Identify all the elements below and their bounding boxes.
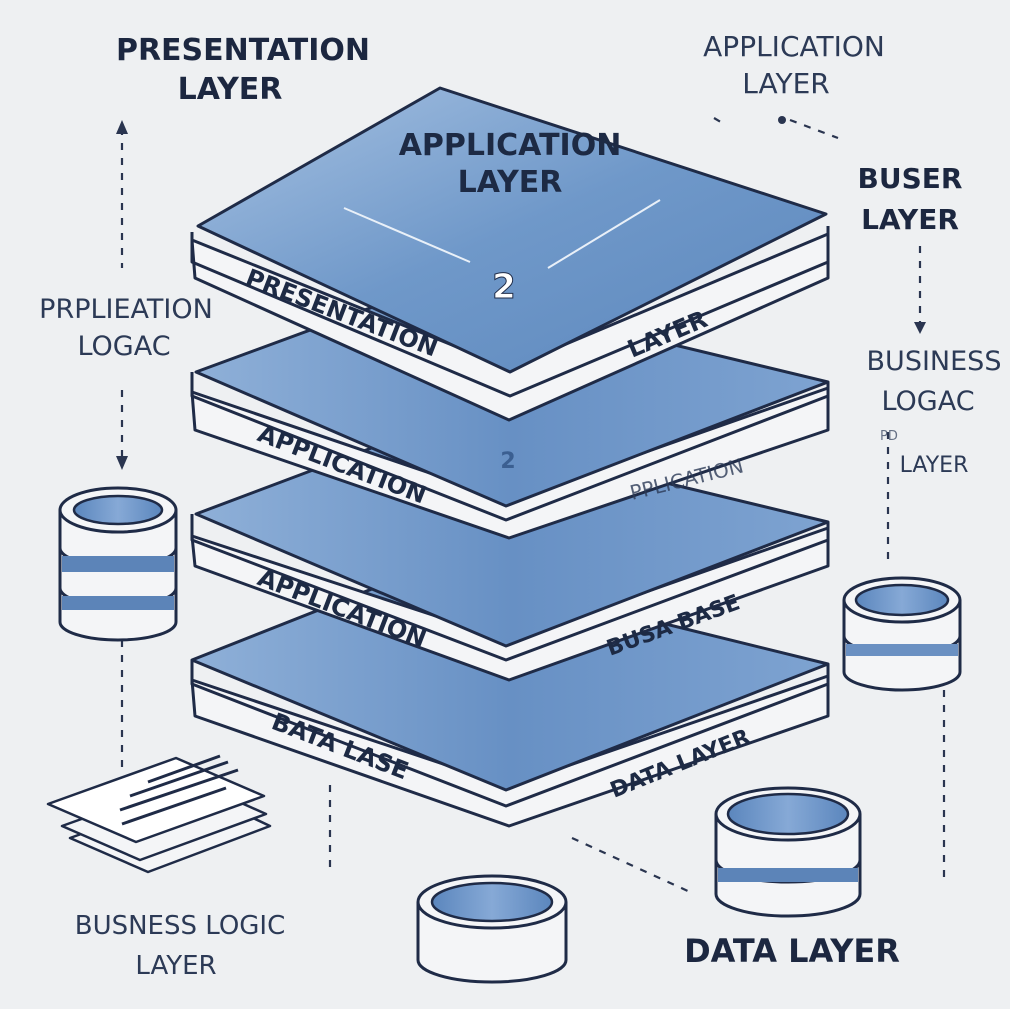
text-line xyxy=(119,768,239,812)
highlight-line xyxy=(343,207,471,263)
database-icon xyxy=(714,786,862,918)
connector-arrows xyxy=(116,116,926,470)
text-line xyxy=(121,786,227,826)
connector-bottom-right xyxy=(571,836,691,894)
label-top-left-line2: LAYER xyxy=(178,72,283,107)
connector-lines xyxy=(120,117,946,894)
database-icon xyxy=(58,486,178,642)
label-bottom-left-line1: BUSNESS LOGIC xyxy=(75,911,286,941)
documents-icon xyxy=(46,754,272,874)
label-right-mid-line2: LOGAC xyxy=(881,386,974,417)
arrow-down-icon xyxy=(914,322,926,334)
label-right-upper-line2: LAYER xyxy=(861,203,959,236)
connector-tick xyxy=(713,117,725,125)
label-top-right-line1: APPLICATION xyxy=(703,30,885,63)
slab-presentation-layer xyxy=(190,86,830,422)
label-bottom-left-line2: LAYER xyxy=(135,951,216,981)
label-right-mid-line1: BUSINESS xyxy=(867,346,1002,377)
stack-layer2-number: 2 xyxy=(500,449,515,474)
label-top-right-line2: LAYER xyxy=(742,67,829,100)
arrow-down-icon xyxy=(116,456,128,470)
connector-dot-icon xyxy=(778,116,786,124)
layer-stack xyxy=(190,86,830,828)
label-right-mid-small: PD xyxy=(880,429,898,444)
label-top-left-line1: PRESENTATION xyxy=(116,33,370,68)
label-mid-left-line2: LOGAC xyxy=(77,331,170,362)
text-line xyxy=(129,760,229,798)
arrow-up-icon xyxy=(116,120,128,134)
database-icon xyxy=(842,576,962,692)
label-mid-left-line1: PRPLIEATION xyxy=(39,294,213,325)
label-bottom-right: DATA LAYER xyxy=(684,932,900,970)
top-face-highlights xyxy=(343,199,661,269)
connector-top-right xyxy=(789,118,839,140)
label-right-mid-line3: LAYER xyxy=(900,453,969,478)
database-icon xyxy=(416,874,568,984)
stack-top-title-line2: LAYER xyxy=(458,165,563,200)
highlight-line xyxy=(547,199,661,269)
stack-top-number: 2 xyxy=(492,267,516,307)
text-line xyxy=(147,754,221,784)
label-right-upper-line1: BUSER xyxy=(858,162,963,195)
stack-top-title-line1: APPLICATION xyxy=(399,128,622,163)
